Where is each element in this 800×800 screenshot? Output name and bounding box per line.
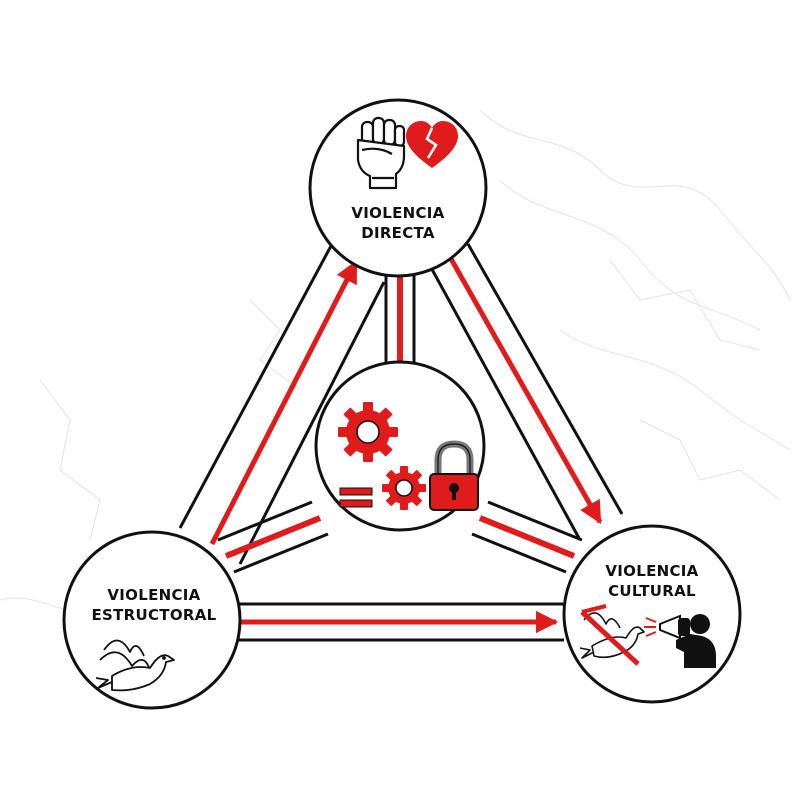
gears-icon (338, 402, 426, 510)
equals-icon (339, 487, 373, 508)
structural-label-line1: VIOLENCIA (107, 586, 200, 604)
node-cultural-violence: VIOLENCIA CULTURAL (562, 524, 742, 704)
cultural-label-line2: CULTURAL (608, 582, 696, 600)
spoke-center-to-structural (217, 500, 329, 574)
spoke-center-to-direct (384, 268, 416, 368)
direct-label-line1: VIOLENCIA (351, 204, 444, 222)
node-direct-violence: VIOLENCIA DIRECTA (308, 98, 488, 278)
broken-heart-icon (406, 121, 458, 168)
edge-structural-to-cultural (236, 602, 564, 642)
raised-fist-icon (356, 116, 406, 190)
direct-label-line2: DIRECTA (361, 224, 435, 242)
edge-structural-to-direct (178, 243, 386, 565)
background-map-texture (0, 109, 791, 613)
dove-icon (95, 639, 175, 692)
cultural-label-line1: VIOLENCIA (605, 562, 698, 580)
spoke-center-to-cultural (471, 500, 583, 574)
edge-direct-to-cultural (426, 243, 624, 541)
node-structural-violence: VIOLENCIA ESTRUCTORAL (62, 530, 242, 710)
padlock-icon (429, 440, 479, 511)
megaphone-speaker-icon (644, 614, 716, 668)
structural-label-line2: ESTRUCTORAL (91, 606, 216, 624)
node-center-mechanism (314, 360, 486, 532)
crossed-out-dove-icon (579, 604, 645, 666)
